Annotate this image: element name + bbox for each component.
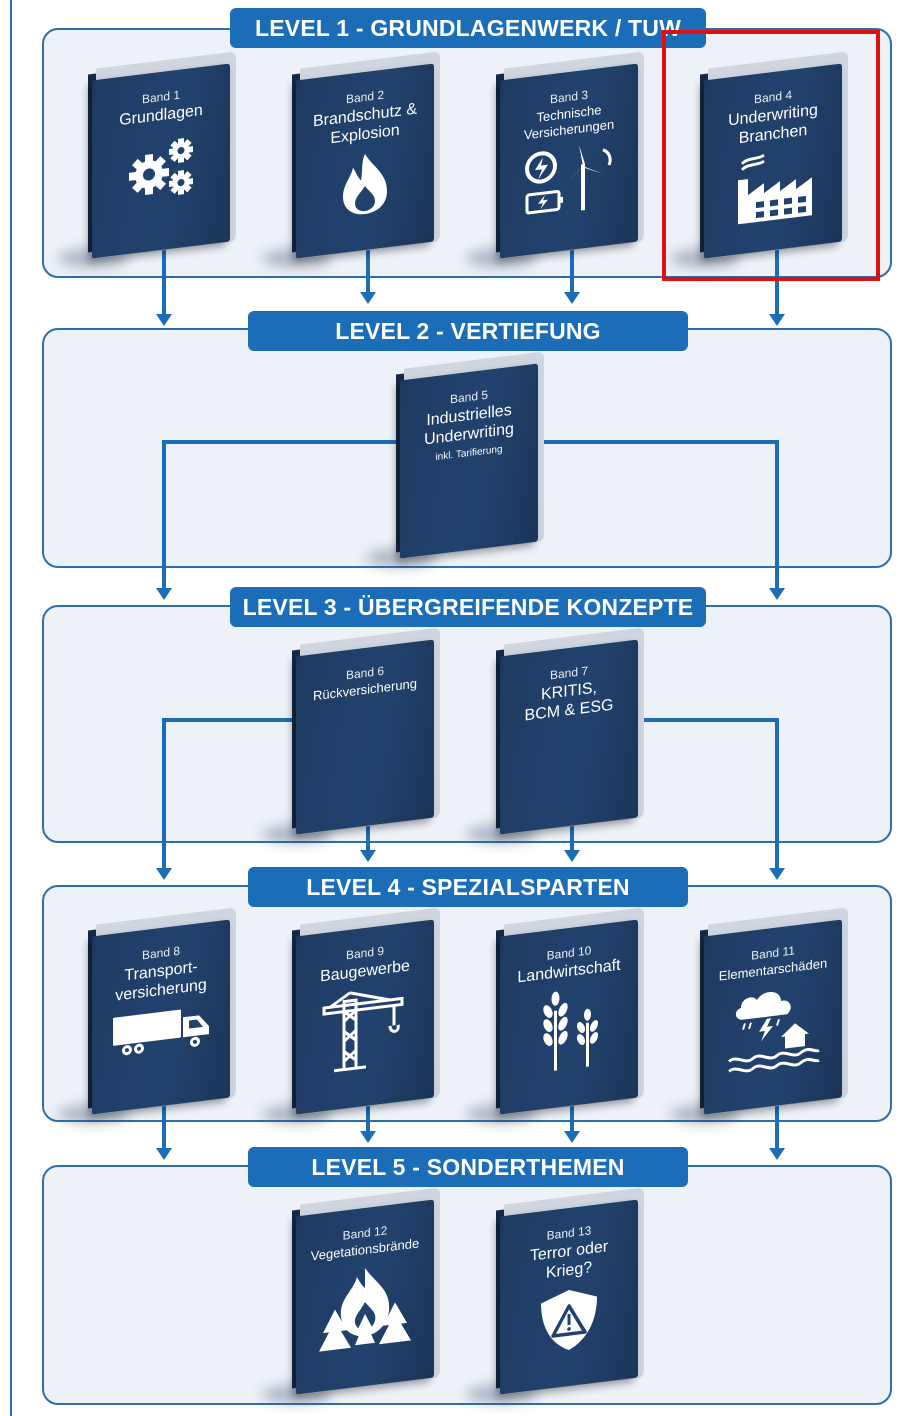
book-band-9[interactable]: Band 9 Baugewerbe xyxy=(262,907,444,1124)
arrow-down-icon xyxy=(564,850,580,862)
book-band-1[interactable]: Band 1 Grundlagen xyxy=(58,51,240,268)
book-band-6[interactable]: Band 6 Rückversicherung xyxy=(262,627,444,844)
level-3-panel xyxy=(42,605,892,843)
band-title: Brandschutz & Explosion xyxy=(312,100,418,148)
arrow-down-icon xyxy=(564,1131,580,1143)
arrow-down-icon xyxy=(360,850,376,862)
book-band-3[interactable]: Band 3 Technische Versicherungen xyxy=(466,51,648,268)
gears-icon xyxy=(129,138,193,195)
connector-line xyxy=(162,440,166,590)
band-title: KRITIS, BCM & ESG xyxy=(524,679,614,725)
page-left-border xyxy=(10,0,12,1416)
factory-icon xyxy=(738,153,812,225)
connector-line xyxy=(775,1090,779,1150)
level-5-banner: LEVEL 5 - SONDERTHEMEN xyxy=(248,1147,688,1187)
warning-shield-icon xyxy=(541,1290,597,1350)
arrow-down-icon xyxy=(769,868,785,880)
band-title: Transport-versicherung xyxy=(115,958,207,1005)
connector-line xyxy=(570,1095,574,1132)
level-3-banner: LEVEL 3 - ÜBERGREIFENDE KONZEPTE xyxy=(230,587,706,627)
band-title: Baugewerbe xyxy=(320,957,410,986)
level-5-panel xyxy=(42,1165,892,1405)
arrow-down-icon xyxy=(564,292,580,304)
connector-line xyxy=(162,440,402,444)
arrow-down-icon xyxy=(769,588,785,600)
level-4-banner: LEVEL 4 - SPEZIALSPARTEN xyxy=(248,867,688,907)
connector-line xyxy=(366,810,370,852)
book-band-10[interactable]: Band 10 Landwirtschaft xyxy=(466,907,648,1124)
arrow-down-icon xyxy=(156,868,172,880)
arrow-down-icon xyxy=(360,1131,376,1143)
connector-line xyxy=(535,440,779,444)
arrow-down-icon xyxy=(156,1148,172,1160)
band-title: Industrielles Underwriting xyxy=(424,401,514,449)
level-1-banner: LEVEL 1 - GRUNDLAGENWERK / TUW xyxy=(230,8,706,48)
connector-line xyxy=(162,718,166,870)
truck-icon xyxy=(113,1009,209,1056)
book-band-5[interactable]: Band 5 Industrielles Underwriting inkl. … xyxy=(366,351,548,568)
book-band-12[interactable]: Band 12 Vegetationsbrände xyxy=(262,1187,444,1404)
arrow-down-icon xyxy=(769,314,785,326)
book-band-11[interactable]: Band 11 Elementarschäden xyxy=(670,907,852,1124)
forest-fire-icon xyxy=(319,1268,411,1352)
arrow-down-icon xyxy=(360,292,376,304)
band-title: Grundlagen xyxy=(119,101,203,130)
connector-line xyxy=(570,245,574,293)
book-band-7[interactable]: Band 7 KRITIS, BCM & ESG xyxy=(466,627,648,844)
connector-line xyxy=(775,718,779,870)
connector-line xyxy=(640,718,779,722)
energy-icon xyxy=(525,144,612,215)
selection-highlight xyxy=(662,30,880,281)
connector-line xyxy=(162,230,166,316)
band-title: Terror oder Krieg? xyxy=(529,1238,609,1282)
book-band-13[interactable]: Band 13 Terror oder Krieg? xyxy=(466,1187,648,1404)
level-2-banner: LEVEL 2 - VERTIEFUNG xyxy=(248,311,688,351)
arrow-down-icon xyxy=(156,588,172,600)
connector-line xyxy=(162,718,302,722)
storm-flood-icon xyxy=(728,991,820,1073)
book-band-4[interactable]: Band 4 Underwriting Branchen xyxy=(670,51,852,268)
connector-line xyxy=(570,810,574,852)
crane-icon xyxy=(322,991,404,1073)
connector-line xyxy=(162,1090,166,1150)
connector-line xyxy=(366,245,370,293)
wheat-icon xyxy=(543,991,599,1071)
connector-line xyxy=(775,440,779,590)
flame-icon xyxy=(343,154,387,215)
arrow-down-icon xyxy=(156,314,172,326)
book-band-8[interactable]: Band 8 Transport-versicherung xyxy=(58,907,240,1124)
book-band-2[interactable]: Band 2 Brandschutz & Explosion xyxy=(262,51,444,268)
connector-line xyxy=(366,1095,370,1132)
arrow-down-icon xyxy=(769,1148,785,1160)
